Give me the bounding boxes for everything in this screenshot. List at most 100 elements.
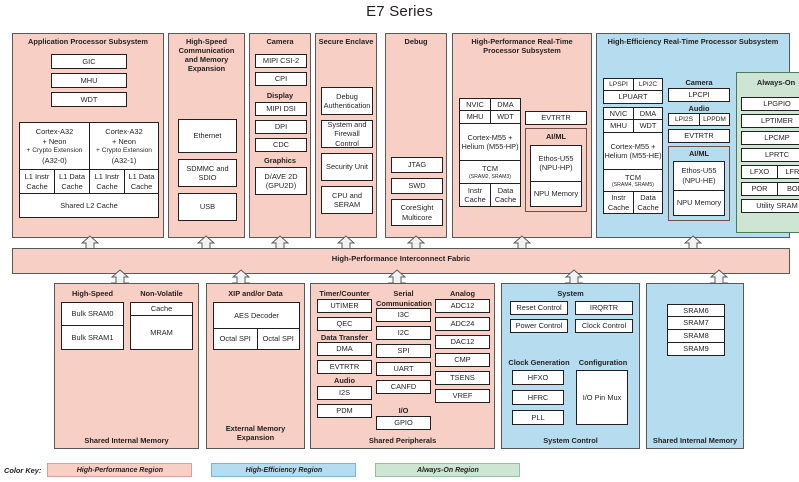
core-label-line: (A32-1)	[111, 155, 137, 165]
tcm-label: TCM	[624, 172, 641, 182]
block-lpi2s: LPI2S	[668, 113, 699, 126]
block-qec: QEC	[317, 316, 372, 331]
group-label-data-transfer: Data Transfer	[320, 332, 369, 342]
block-aiml-hp: AI/ML Ethos-U55 (NPU-HP) NPU Memory	[525, 128, 587, 212]
block-cpu-seram: CPU and SERAM	[321, 186, 373, 214]
block-evtrtr: EVTRTR	[317, 360, 372, 374]
region-high-speed-communication: High-Speed Communication and Memory Expa…	[168, 33, 245, 238]
group-label-aiml: AI/ML	[688, 149, 710, 158]
block-lpcmp: LPCMP	[741, 131, 799, 145]
block-evtrtr: EVTRTR	[525, 111, 587, 125]
block-utility-sram: Utility SRAM	[741, 199, 799, 213]
color-key: Color Key: High-Performance Region High-…	[4, 463, 521, 477]
block-lfxo: LFXO	[741, 165, 777, 179]
block-instr-cache: Instr Cache	[459, 184, 490, 207]
core-label-line: + Neon	[42, 136, 67, 146]
block-aiml-he: AI/ML Ethos-U55 (NPU-HE) NPU Memory	[668, 146, 730, 221]
color-key-item-high-performance: High-Performance Region	[47, 463, 193, 477]
shared-l2-cache: Shared L2 Cache	[19, 194, 159, 218]
block-bulk-sram0: Bulk SRAM0	[61, 302, 124, 326]
block-power-control: Power Control	[510, 319, 568, 333]
block-cpi: CPI	[255, 72, 307, 86]
block-ethernet: Ethernet	[178, 119, 237, 153]
core-a32-1: Cortex-A32 + Neon + Crypto Extension (A3…	[89, 122, 159, 170]
block-por: POR	[741, 182, 777, 196]
npu-label: Ethos-U55 (NPU-HE)	[681, 166, 717, 185]
group-label-audio: Audio	[334, 376, 355, 385]
block-bod: BOD	[777, 182, 799, 196]
region-shared-internal-memory-right: SRAM6 SRAM7 SRAM8 SRAM9 Shared Internal …	[646, 283, 744, 449]
block-jtag: JTAG	[391, 157, 443, 173]
block-tcm: TCM (SRAM4, SRAM5)	[603, 170, 663, 192]
region-title: High-Performance Real-Time Processor Sub…	[471, 37, 573, 55]
block-lppdm: LPPDM	[699, 113, 730, 126]
group-label-timer-counter: Timer/Counter	[319, 289, 370, 298]
color-key-item-high-efficiency: High-Efficiency Region	[211, 463, 357, 477]
fabric-label: High-Performance Interconnect Fabric	[331, 254, 471, 263]
region-footer: System Control	[543, 436, 598, 445]
block-i3c: I3C	[376, 308, 431, 322]
region-title: Application Processor Subsystem	[28, 37, 148, 46]
block-lprtc: LPRTC	[741, 148, 799, 162]
region-shared-peripherals: Timer/Counter UTIMER QEC Data Transfer D…	[310, 283, 495, 449]
block-dma: DMA	[490, 98, 521, 111]
block-mipi-csi-2: MIPI CSI-2	[255, 54, 307, 68]
block-i2c: I2C	[376, 326, 431, 340]
cpu-label: Cortex-M55 + Helium (M55-HE)	[604, 141, 662, 161]
block-sram7: SRAM7	[667, 317, 725, 330]
tcm-sublabel: (SRAM4, SRAM5)	[611, 182, 655, 189]
tcm-label: TCM	[481, 164, 498, 174]
region-secure-enclave: Secure Enclave Debug Authentication Syst…	[315, 33, 377, 238]
block-sram8: SRAM8	[667, 330, 725, 343]
block-vref: VREF	[435, 388, 490, 403]
block-sram6: SRAM6	[667, 304, 725, 317]
region-title: Camera	[266, 37, 294, 46]
block-sram9: SRAM9	[667, 343, 725, 356]
color-key-item-always-on: Always-On Region	[375, 463, 521, 477]
npu-label: Ethos-U55 (NPU-HP)	[538, 153, 574, 173]
region-high-performance-realtime-subsystem: High-Performance Real-Time Processor Sub…	[452, 33, 592, 238]
block-lpcpi: LPCPI	[668, 87, 730, 102]
block-octal-spi-1: Octal SPI	[256, 329, 300, 350]
block-pll: PLL	[512, 410, 564, 425]
region-footer: Shared Peripherals	[368, 436, 437, 445]
region-footer: Shared Internal Memory	[84, 436, 169, 445]
region-external-memory-expansion: XIP and/or Data AES Decoder Octal SPI Oc…	[206, 283, 305, 449]
block-adc24: ADC24	[435, 316, 490, 331]
l1-instr-cache-a32-1: L1 Instr Cache	[89, 170, 124, 194]
block-swd: SWD	[391, 178, 443, 194]
block-gpio: GPIO	[376, 415, 431, 430]
block-spi: SPI	[376, 344, 431, 358]
group-label-non-volatile: Non-Volatile	[140, 289, 183, 298]
core-label-line: + Neon	[111, 136, 137, 146]
group-label-io: I/O	[398, 406, 409, 415]
block-clock-control: Clock Control	[575, 319, 633, 333]
block-utimer: UTIMER	[317, 298, 372, 313]
group-label-serial-communication: Serial Communication	[376, 289, 432, 308]
block-mhu: MHU	[459, 111, 490, 124]
group-label-high-speed: High-Speed	[71, 289, 114, 298]
block-pdm: PDM	[317, 403, 372, 418]
region-shared-internal-memory-left: High-Speed Non-Volatile Bulk SRAM0 Bulk …	[54, 283, 199, 449]
block-cache: Cache	[130, 302, 193, 316]
region-always-on: Always-On LPGPIO LPTIMER LPCMP LPRTC LFX…	[736, 72, 799, 233]
block-hfrc: HFRC	[512, 390, 564, 405]
block-evtrtr: EVTRTR	[668, 129, 730, 143]
block-system-firewall-control: System and Firewall Control	[321, 120, 373, 148]
block-uart: UART	[376, 362, 431, 376]
block-mipi-dsi: MIPI DSI	[255, 102, 307, 116]
block-hfxo: HFXO	[512, 370, 564, 385]
block-coresight-multicore: CoreSight Multicore	[391, 199, 443, 226]
region-footer: Shared Internal Memory	[652, 436, 738, 445]
region-system-control: System Reset Control IRQRTR Power Contro…	[501, 283, 640, 449]
region-high-efficiency-realtime-subsystem: High-Efficiency Real-Time Processor Subs…	[596, 33, 799, 238]
block-i2s: I2S	[317, 385, 372, 400]
tcm-sublabel: (SRAM2, SRAM3)	[468, 173, 512, 180]
block-dpi: DPI	[255, 120, 307, 134]
region-title: Secure Enclave	[318, 37, 374, 46]
core-label-line: + Crypto Extension	[96, 147, 152, 154]
block-aes-decoder: AES Decoder	[213, 302, 300, 329]
region-debug: Debug JTAG SWD CoreSight Multicore	[385, 33, 447, 238]
region-title: High-Efficiency Real-Time Processor Subs…	[607, 37, 779, 46]
region-title: Always-On	[756, 78, 796, 87]
